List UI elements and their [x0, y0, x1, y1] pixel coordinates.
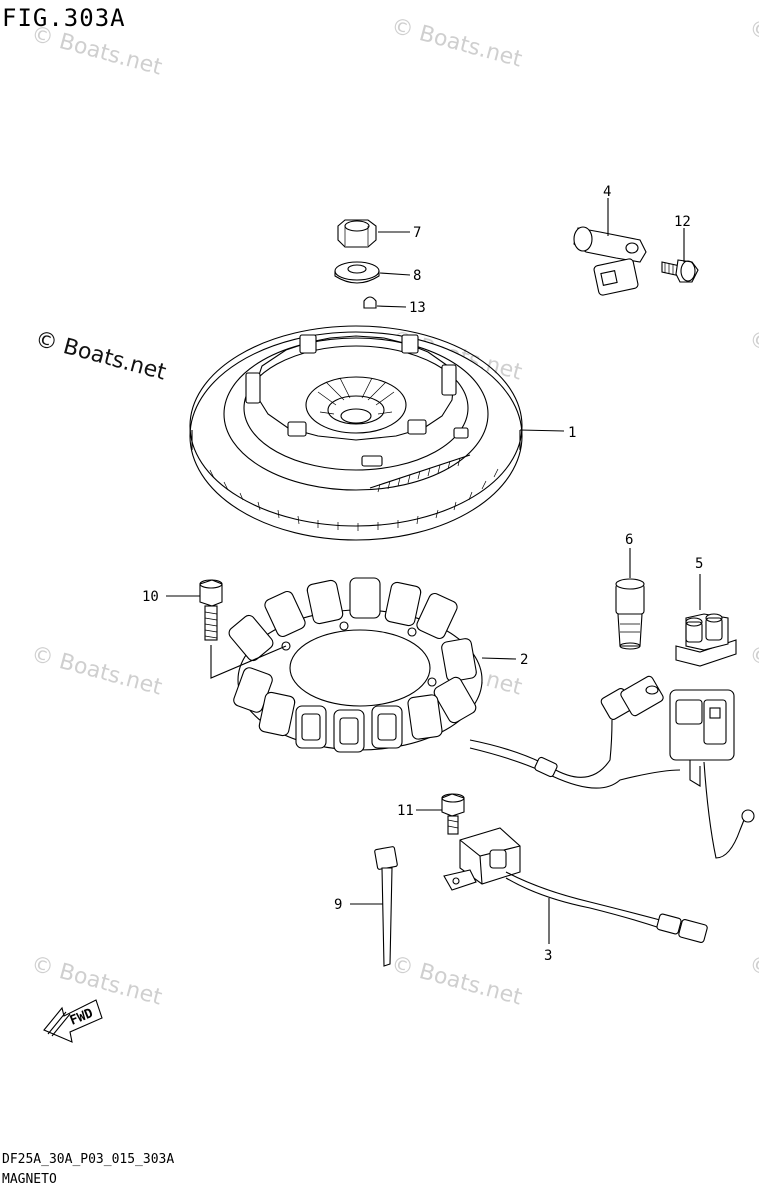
harness-connector-square — [669, 689, 755, 859]
callout-10[interactable]: 10 — [142, 589, 159, 605]
flywheel-part-1[interactable] — [189, 325, 523, 541]
watermark-dark: © Boats.net — [32, 327, 168, 386]
watermark: © Boats.net — [28, 22, 164, 81]
callout-1[interactable]: 1 — [568, 425, 576, 441]
fwd-arrow-icon: FWD — [43, 999, 103, 1043]
callout-13[interactable]: 13 — [409, 300, 426, 316]
figure-name: MAGNETO — [2, 1172, 57, 1187]
connector-part-5[interactable] — [675, 613, 737, 667]
pulser-coil-part-3[interactable] — [443, 827, 708, 943]
leader-line-1 — [519, 429, 565, 432]
leader-line-2 — [481, 657, 517, 660]
watermark: © Boats.net — [28, 642, 164, 701]
watermark: © Boats.net — [746, 952, 759, 1011]
stator-part-2[interactable] — [227, 577, 681, 789]
bolt-part-10[interactable] — [199, 579, 223, 641]
callout-9[interactable]: 9 — [334, 897, 342, 913]
callout-4[interactable]: 4 — [603, 184, 611, 200]
bolt-part-11[interactable] — [441, 793, 465, 835]
cable-tie-part-9[interactable] — [374, 846, 398, 967]
cap-part-6[interactable] — [615, 578, 645, 650]
leader-line-13 — [376, 305, 407, 308]
callout-7[interactable]: 7 — [413, 225, 421, 241]
watermark: © Boats.net — [746, 16, 759, 75]
callout-3[interactable]: 3 — [544, 948, 552, 964]
sensor-part-4[interactable] — [573, 226, 647, 296]
callout-8[interactable]: 8 — [413, 268, 421, 284]
callout-6[interactable]: 6 — [625, 532, 633, 548]
figure-code: DF25A_30A_P03_015_303A — [2, 1152, 175, 1167]
harness-connector-round — [600, 675, 664, 720]
washer-part-8[interactable] — [334, 261, 380, 284]
leader-line-10b — [210, 645, 287, 679]
watermark: © Boats.net — [388, 952, 524, 1011]
watermark: © Boats.net — [746, 642, 759, 701]
nut-part-7[interactable] — [337, 219, 377, 248]
figure-title: FIG.303A — [2, 4, 126, 32]
watermark: © Boats.net — [746, 327, 759, 386]
leader-line-8 — [379, 272, 411, 276]
callout-2[interactable]: 2 — [520, 652, 528, 668]
callout-12[interactable]: 12 — [674, 214, 691, 230]
callout-11[interactable]: 11 — [397, 803, 414, 819]
watermark: © Boats.net — [388, 14, 524, 73]
key-part-13[interactable] — [363, 296, 377, 309]
bolt-part-12[interactable] — [661, 259, 699, 283]
callout-5[interactable]: 5 — [695, 556, 703, 572]
